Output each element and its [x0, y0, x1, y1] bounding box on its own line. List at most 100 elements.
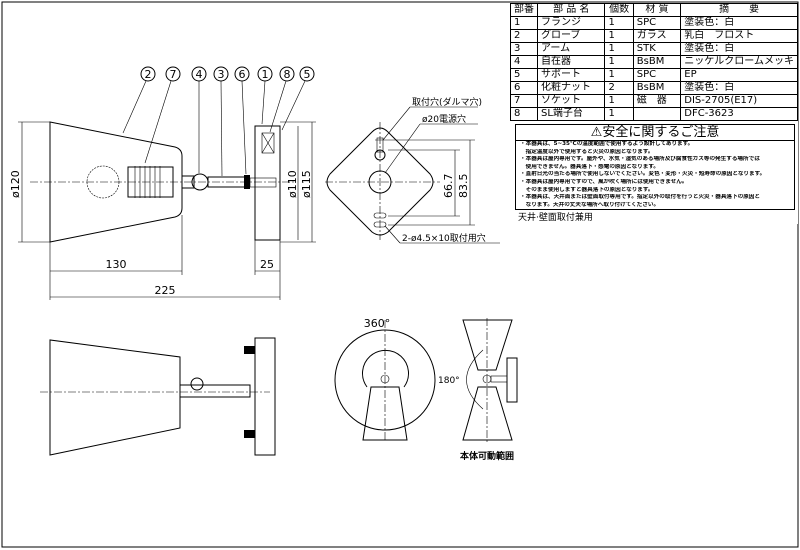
safety-caution-box: ⚠安全に関するご注意 ・本器具は、5~35℃の温度範囲で使用するよう設計してあり…: [515, 124, 795, 211]
balloon-label: 3: [218, 68, 225, 81]
caution-line: ・本器具は、5~35℃の温度範囲で使用するよう設計してあります。: [520, 141, 694, 147]
dim-225: 225: [155, 284, 176, 297]
mount-note: 天井·壁面取付兼用: [518, 213, 593, 224]
caution-line: ・本器具は屋内専用です。屋外や、水気・湿気のある場所及び腐食性ガス等の発生する場…: [520, 156, 760, 163]
dim-115: ø115: [300, 170, 313, 198]
cell: サポート: [536, 68, 606, 82]
cell: 5: [510, 68, 538, 82]
cell: アーム: [536, 42, 606, 56]
cell: 1: [604, 68, 634, 82]
caution-line: 指定温度以外で使用すると火災の原因となります。: [520, 148, 654, 155]
balloon-label: 2: [145, 68, 152, 81]
globe: [49, 121, 183, 243]
cell: 塗装色：白: [680, 81, 798, 95]
cell: 2: [604, 81, 634, 95]
col-qty: 個数: [604, 3, 634, 17]
cell: 1: [604, 29, 634, 43]
cell: 自在器: [536, 55, 606, 69]
cell: 化粧ナット: [536, 81, 606, 95]
balloon-label: 4: [196, 68, 203, 81]
cell: 1: [604, 16, 634, 30]
caution-line: そのまま使用しますと器具落下の原因となります。: [520, 186, 654, 193]
col-summary: 摘 要: [680, 3, 798, 17]
caution-title: 安全に関するご注意: [602, 125, 720, 140]
balloon-label: 8: [284, 68, 291, 81]
caution-line: ・直射日光の当たる場所で使用しないでください。変色・変形・火災・短寿命の原因とな…: [520, 171, 766, 178]
cell: ソケット: [536, 94, 606, 108]
balloon-label: 5: [304, 68, 311, 81]
power-hole: [368, 170, 392, 194]
balloon-label: 7: [170, 68, 177, 81]
rotation-view: 360°: [334, 317, 436, 442]
cell: 1: [510, 16, 538, 30]
table-header: 部番 部 品 名 個数 材 質 摘 要: [510, 3, 798, 17]
col-name: 部 品 名: [536, 3, 606, 17]
label-keyhole: 取付穴(ダルマ穴): [412, 96, 482, 108]
bottom-view: [40, 337, 276, 456]
cell: 4: [510, 55, 538, 69]
dim-25: 25: [260, 258, 274, 271]
flange: [254, 125, 281, 241]
balloon-label: 6: [239, 68, 246, 81]
dim-66-7: 66.7: [442, 174, 455, 199]
caution-line: ・本器具は屋内専用ですので、風が吹く場所には使用できません。: [520, 178, 688, 185]
side-view: 2 7 4 3 6 1 8 5 ø120 130 225 25: [9, 66, 316, 300]
cell: ガラス: [632, 29, 682, 43]
tilt-view: 180° 本体可動範囲: [438, 318, 518, 462]
caution-line: ・本器具は、天井面または壁面取付専用です。指定以外の取付を行うと火災・器具落下の…: [520, 194, 760, 201]
cell: 1: [604, 55, 634, 69]
balloon-label: 1: [262, 68, 269, 81]
cell: BsBM: [632, 81, 682, 95]
movement-caption: 本体可動範囲: [460, 450, 514, 462]
tilt-angle: 180°: [438, 376, 460, 386]
col-material: 材 質: [632, 3, 682, 17]
cell: フランジ: [536, 16, 606, 30]
rotation-angle: 360°: [364, 317, 391, 330]
cell: DIS-2705(E17): [680, 94, 798, 108]
cell: 7: [510, 94, 538, 108]
dim-110: ø110: [286, 170, 299, 198]
cell: 1: [604, 42, 634, 56]
cell: 磁 器: [632, 94, 682, 108]
cell: 1: [604, 94, 634, 108]
cell: ニッケルクロームメッキ: [680, 55, 798, 69]
label-mount-holes: 2-ø4.5×10取付用穴: [402, 232, 486, 244]
cell: STK: [632, 42, 682, 56]
cell: グローブ: [536, 29, 606, 43]
cell: 6: [510, 81, 538, 95]
caution-header: ⚠安全に関するご注意: [516, 125, 794, 141]
label-power-hole: ø20電源穴: [422, 113, 466, 125]
caution-line: 使用できません。器具落下・感電の原因となります。: [520, 163, 659, 170]
cell: 乳白 フロスト: [680, 29, 798, 43]
socket: [127, 166, 174, 198]
cell: SPC: [632, 16, 682, 30]
cell: 1: [604, 107, 634, 121]
dim-83-5: 83.5: [457, 174, 470, 199]
bulb: [86, 165, 120, 199]
cell: BsBM: [632, 55, 682, 69]
dim-130: 130: [106, 258, 127, 271]
cell: 塗装色：白: [680, 16, 798, 30]
cell: SPC: [632, 68, 682, 82]
caution-line: なります。天井の丈夫な場所へ取り付けてください。: [520, 201, 660, 208]
cell: 2: [510, 29, 538, 43]
cell: DFC-3623: [680, 107, 798, 121]
cell: EP: [680, 68, 798, 82]
balloons: 2 7 4 3 6 1 8 5: [122, 66, 315, 177]
cell: 3: [510, 42, 538, 56]
plate-view: 取付穴(ダルマ穴) ø20電源穴 2-ø4.5×10取付用穴 66.7 83.5: [325, 96, 500, 244]
cell: 塗装色：白: [680, 42, 798, 56]
cell: SL端子台: [536, 107, 606, 121]
col-no: 部番: [510, 3, 538, 17]
